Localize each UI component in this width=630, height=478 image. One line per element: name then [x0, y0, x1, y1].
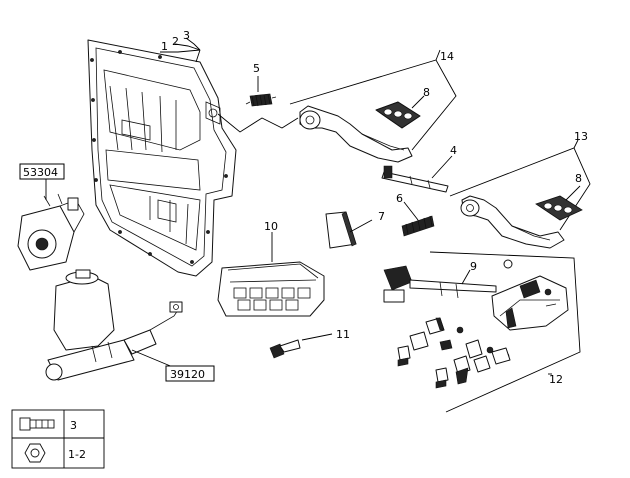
- callout-3: 3: [183, 29, 190, 42]
- leader-8-upper: [411, 95, 425, 109]
- nut-icon: [24, 443, 46, 463]
- assembly-line: [217, 113, 299, 133]
- pedal-box-housing: [87, 39, 237, 277]
- legend-bolt-label: 3: [70, 419, 77, 432]
- clutch-master-cylinder: [45, 269, 183, 381]
- callout-5: 5: [253, 62, 260, 75]
- return-spring: [245, 93, 277, 107]
- callout-11: 11: [336, 328, 350, 341]
- small-hardware: [397, 317, 511, 389]
- callout-6: 6: [396, 192, 403, 205]
- leader-13: [573, 139, 579, 149]
- callout-8-upper: 8: [423, 86, 430, 99]
- callout-10: 10: [264, 220, 278, 233]
- callout-14: 14: [440, 50, 454, 63]
- bracket-14: [289, 59, 457, 151]
- fuse-relay-box: [217, 261, 325, 317]
- callout-4: 4: [450, 144, 457, 157]
- pedal-sensor: [17, 193, 85, 271]
- pedal-shaft: [381, 165, 449, 193]
- pedal-lower: [460, 195, 565, 249]
- terminal-connector: [269, 339, 301, 359]
- ref-box-53304: 53304: [19, 163, 65, 180]
- leader-14: [435, 49, 441, 61]
- leader-4: [431, 155, 453, 179]
- pedal-upper: [299, 105, 413, 163]
- callout-9: 9: [470, 260, 477, 273]
- pedal-pad-upper: [375, 101, 421, 129]
- leader-6: [403, 201, 419, 221]
- pedal-pad-lower: [535, 195, 583, 221]
- linkage-assembly: [383, 259, 569, 331]
- bracket-12: [429, 251, 581, 413]
- leader-lines-1-2-3: [160, 37, 201, 63]
- callout-8-lower: 8: [575, 172, 582, 185]
- pad-block: [325, 211, 357, 249]
- bracket-13: [449, 147, 591, 231]
- leader-9: [461, 269, 471, 285]
- callout-7: 7: [378, 210, 385, 223]
- spring-6: [401, 215, 435, 237]
- callout-12: 12: [549, 373, 563, 386]
- callout-2: 2: [172, 35, 179, 48]
- callout-13: 13: [574, 130, 588, 143]
- ref-box-39120: 39120: [165, 365, 215, 382]
- legend-nut-label: 1-2: [68, 448, 86, 461]
- fastener-legend: 3 1-2: [11, 409, 105, 469]
- ref-39120-label: 39120: [170, 368, 205, 381]
- leader-11: [301, 333, 333, 341]
- ref-53304-label: 53304: [23, 166, 58, 179]
- leader-7: [349, 219, 373, 233]
- bolt-icon: [19, 417, 55, 431]
- leader-8-lower: [565, 185, 581, 201]
- callout-1: 1: [161, 40, 168, 53]
